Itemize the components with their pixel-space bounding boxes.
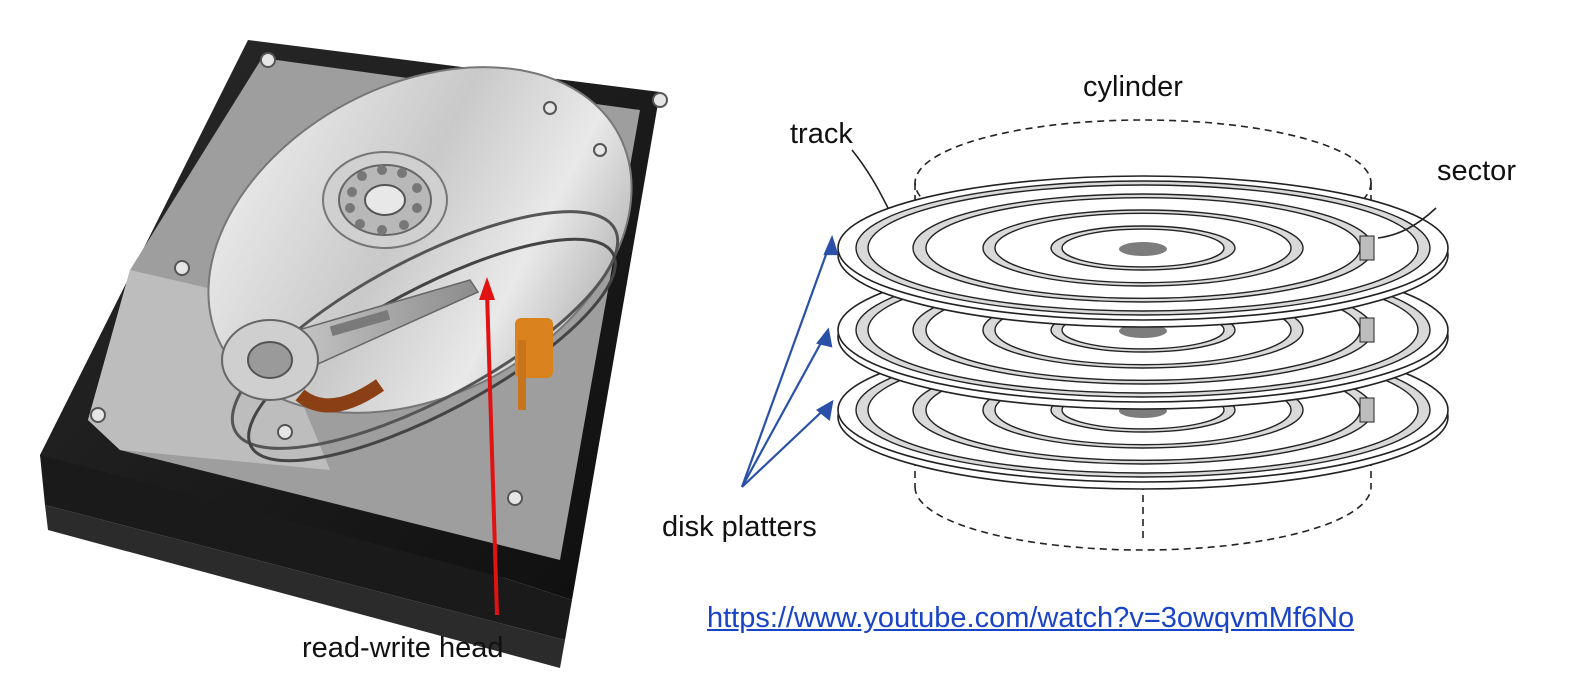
track-label: track bbox=[790, 120, 853, 149]
sector-label: sector bbox=[1437, 157, 1516, 186]
spindle-hole bbox=[1119, 242, 1167, 256]
read-write-head-label: read-write head bbox=[302, 634, 504, 663]
youtube-link[interactable]: https://www.youtube.com/watch?v=3owqvmMf… bbox=[707, 604, 1354, 633]
platter-pointer-head-2 bbox=[818, 330, 831, 346]
platter-stack bbox=[838, 176, 1448, 489]
read-write-head-arrow bbox=[479, 277, 497, 615]
platter-pointers bbox=[742, 238, 837, 487]
sector-mark bbox=[1360, 398, 1374, 422]
sector-mark bbox=[1360, 318, 1374, 342]
platter-pointer-head-3 bbox=[818, 402, 832, 419]
disk-platters-label: disk platters bbox=[662, 513, 817, 542]
sector-mark bbox=[1360, 236, 1374, 260]
platter-pointer-head-1 bbox=[825, 238, 837, 254]
track-pointer bbox=[852, 150, 888, 208]
platter-1 bbox=[838, 176, 1448, 327]
cylinder-label: cylinder bbox=[1083, 73, 1183, 102]
